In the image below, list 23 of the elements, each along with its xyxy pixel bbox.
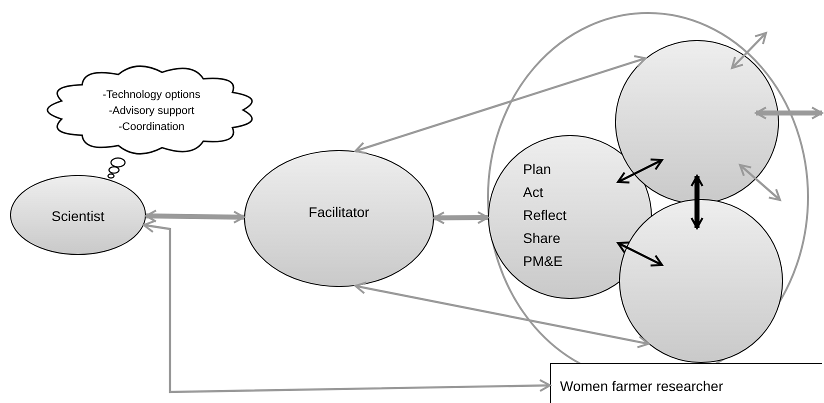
step-label: Plan [523, 160, 552, 178]
step-label: PM&E [523, 252, 563, 270]
double-arrow [354, 282, 650, 348]
node-label: Facilitator [308, 203, 370, 222]
step-label: Share [523, 228, 560, 248]
double-arrow [755, 106, 823, 120]
double-arrow [739, 164, 781, 201]
cloud-text: -Technology options [102, 88, 200, 103]
double-arrow [144, 210, 246, 224]
label-box [550, 363, 822, 403]
double-arrow [731, 32, 767, 69]
double-arrow [142, 220, 551, 394]
step-label: Act [523, 182, 544, 202]
double-arrow [617, 158, 663, 184]
double-arrow [690, 175, 704, 229]
double-arrow [433, 211, 489, 224]
step-label: Reflect [523, 206, 567, 224]
node-label: Scientist [52, 206, 104, 226]
double-arrow [617, 242, 663, 266]
cloud-text: -Coordination [118, 120, 185, 135]
double-arrow [354, 55, 646, 154]
box-label: Women farmer researcher [560, 377, 724, 396]
cloud-text: -Advisory support [108, 104, 194, 119]
